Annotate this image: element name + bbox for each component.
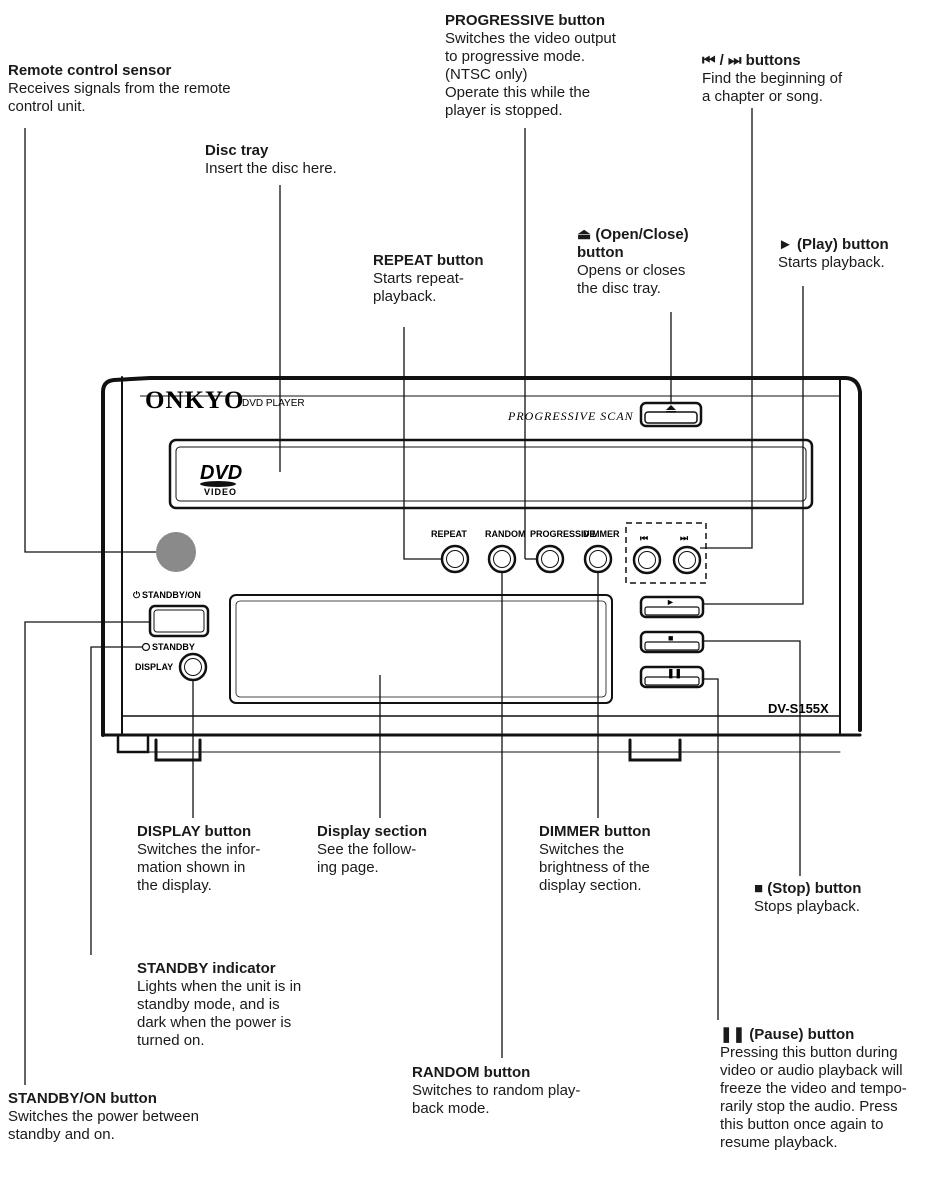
annotation-desc: Receives signals from the remote control… (8, 80, 231, 115)
display-button-label: DISPLAY (135, 662, 173, 672)
skip-prev-button[interactable] (632, 545, 662, 575)
annotation-desc: Stops playback. (754, 898, 860, 915)
annotation-title: PROGRESSIVE button (445, 12, 606, 29)
scan-label: PROGRESSIVE SCAN (507, 409, 634, 423)
repeat-button[interactable] (440, 544, 470, 574)
annotation-desc: Find the beginning of a chapter or song. (702, 70, 843, 105)
annotation-desc: Switches the brightness of the display s… (539, 841, 650, 894)
annotation-play: ► (Play) button Starts playback. (778, 236, 889, 272)
annotation-desc: Switches to random play- back mode. (412, 1082, 581, 1117)
annotation-open-close: ⏏ (Open/Close) button Opens or closes th… (577, 226, 689, 298)
annotation-title: Display section (317, 823, 428, 840)
annotation-desc: Switches the video output to progressive… (445, 30, 616, 119)
annotation-progressive: PROGRESSIVE button Switches the video ou… (445, 12, 616, 120)
play-icon: ► (666, 597, 675, 607)
annotation-display-section: Display section See the follow- ing page… (317, 823, 427, 877)
annotation-title: RANDOM button (412, 1064, 531, 1081)
annotation-title: Disc tray (205, 142, 269, 159)
standby-indicator-led (141, 642, 151, 652)
open-close-button[interactable] (639, 401, 703, 428)
eject-icon (666, 405, 676, 410)
dvd-video-label: VIDEO (204, 487, 237, 497)
dimmer-button[interactable] (583, 544, 613, 574)
progressive-button[interactable] (535, 544, 565, 574)
annotation-random: RANDOM button Switches to random play- b… (412, 1064, 580, 1118)
annotation-desc: Switches the infor- mation shown in the … (137, 841, 261, 894)
annotation-title: ► (Play) button (778, 236, 889, 253)
random-button[interactable] (487, 544, 517, 574)
annotation-title: ⏮ / ⏭ buttons (702, 52, 801, 69)
annotation-desc: Starts repeat- playback. (373, 270, 464, 305)
annotation-desc: See the follow- ing page. (317, 841, 417, 876)
annotation-standby-on: STANDBY/ON button Switches the power bet… (8, 1090, 199, 1144)
dvd-disc-icon (200, 481, 236, 487)
brand-logo: ONKYO (145, 387, 244, 414)
standby-on-button[interactable] (148, 604, 210, 638)
annotation-desc: Lights when the unit is in standby mode,… (137, 978, 302, 1049)
annotation-title: Remote control sensor (8, 62, 172, 79)
dvd-logo: DVD (200, 462, 242, 484)
annotation-desc: Opens or closes the disc tray. (577, 262, 686, 297)
stop-button[interactable]: ■ (639, 630, 705, 654)
skip-prev-icon: ⏮ (640, 533, 648, 543)
annotation-display-button: DISPLAY button Switches the infor- matio… (137, 823, 260, 895)
annotation-repeat: REPEAT button Starts repeat- playback. (373, 252, 484, 306)
annotation-desc: Pressing this button during video or aud… (720, 1044, 907, 1151)
product-label: DVD PLAYER (242, 398, 305, 409)
power-icon: ⏻ (133, 590, 141, 600)
annotation-desc: Insert the disc here. (205, 160, 337, 177)
disc-tray[interactable]: DVD VIDEO (168, 438, 814, 510)
annotation-title: ■ (Stop) button (754, 880, 862, 897)
annotation-title: STANDBY indicator (137, 960, 276, 977)
skip-next-icon: ⏭ (680, 533, 689, 543)
annotation-stop: ■ (Stop) button Stops playback. (754, 880, 861, 916)
annotation-title: STANDBY/ON button (8, 1090, 157, 1107)
remote-sensor (156, 532, 196, 572)
annotation-remote-sensor: Remote control sensor Receives signals f… (8, 62, 231, 116)
annotation-standby-indicator: STANDBY indicator Lights when the unit i… (137, 960, 301, 1050)
skip-next-button[interactable] (672, 545, 702, 575)
annotation-desc: Starts playback. (778, 254, 885, 271)
annotation-disc-tray: Disc tray Insert the disc here. (205, 142, 337, 178)
annotation-title: DISPLAY button (137, 823, 252, 840)
progressive-label: PROGRESSIVE (530, 529, 596, 539)
display-window (229, 594, 613, 704)
skip-group (625, 522, 707, 584)
pause-button[interactable]: ❚❚ (639, 665, 705, 689)
dimmer-label: DIMMER (583, 529, 620, 539)
standby-indicator-label: STANDBY (152, 642, 195, 652)
player-cabinet (101, 376, 862, 762)
standby-on-label: STANDBY/ON (142, 590, 201, 600)
annotation-pause: ❚❚ (Pause) button Pressing this button d… (720, 1026, 907, 1152)
stop-icon: ■ (668, 633, 673, 643)
leader-lines (24, 108, 804, 1085)
model-label: DV-S155X (768, 701, 829, 716)
annotation-title: REPEAT button (373, 252, 484, 269)
display-button[interactable] (178, 652, 208, 682)
annotation-skip: ⏮ / ⏭ buttons Find the beginning of a ch… (702, 52, 842, 106)
repeat-label: REPEAT (431, 529, 467, 539)
play-button[interactable]: ► (639, 595, 705, 619)
annotation-title: ⏏ (Open/Close) button (577, 226, 689, 261)
annotation-dimmer: DIMMER button Switches the brightness of… (539, 823, 651, 895)
annotation-title: DIMMER button (539, 823, 651, 840)
pause-icon: ❚❚ (667, 668, 682, 679)
annotation-desc: Switches the power between standby and o… (8, 1108, 199, 1143)
random-label: RANDOM (485, 529, 526, 539)
annotation-title: ❚❚ (Pause) button (720, 1026, 855, 1043)
